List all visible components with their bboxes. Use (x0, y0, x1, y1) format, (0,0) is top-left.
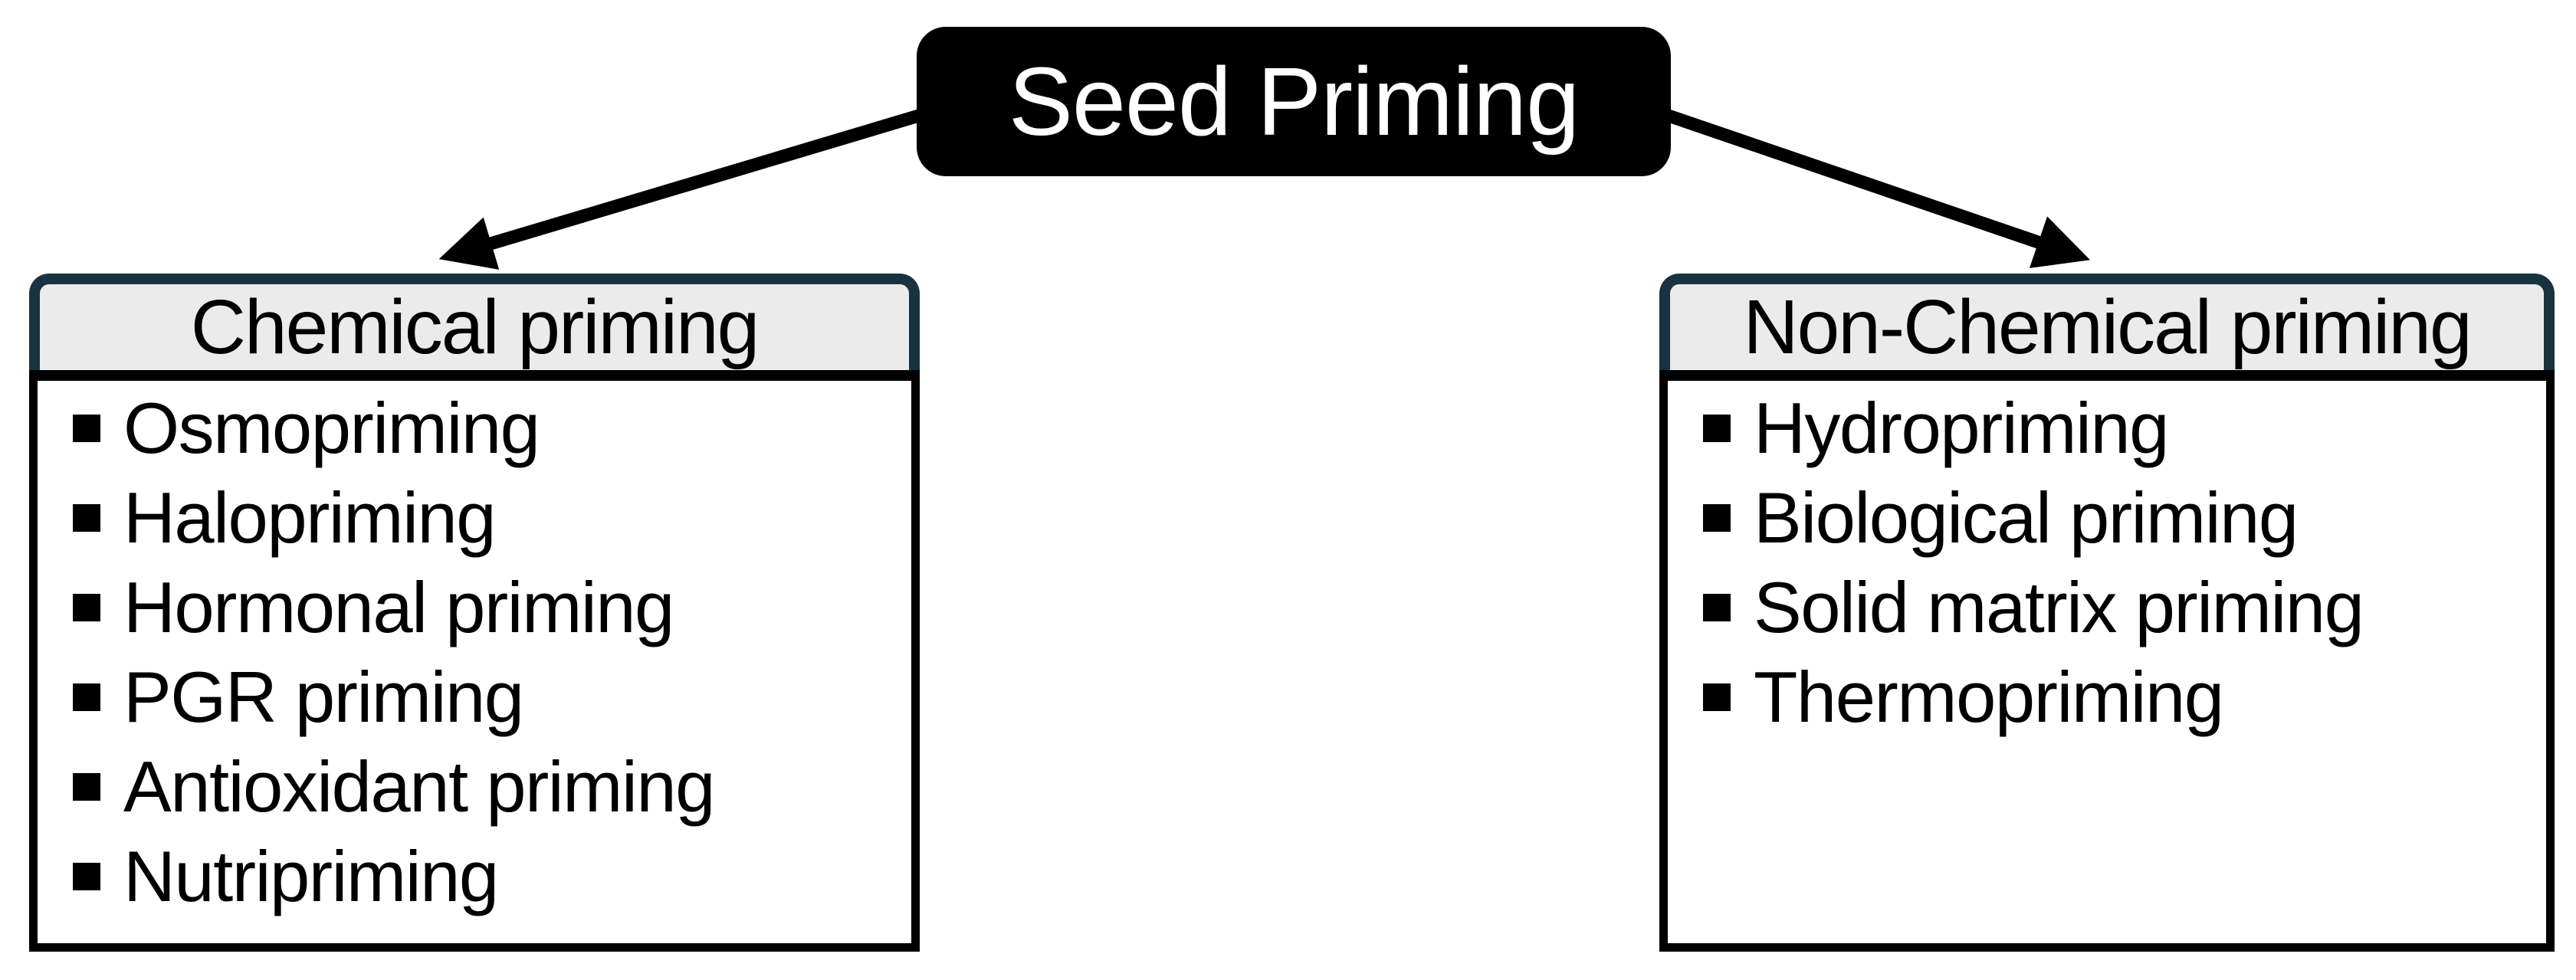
chemical-priming-title: Chemical priming (190, 284, 760, 370)
non-chemical-priming-box: Non-Chemical priming Hydropriming Biolog… (1659, 274, 2555, 952)
list-item-label: Hydropriming (1754, 387, 2169, 468)
non-chemical-priming-list: Hydropriming Biological priming Solid ma… (1659, 370, 2555, 952)
arrow-to-chemical-icon (438, 108, 924, 270)
square-bullet-icon (73, 683, 100, 711)
chemical-priming-list: Osmopriming Halopriming Hormonal priming… (29, 370, 920, 952)
list-item-label: Halopriming (123, 477, 497, 558)
list-item-label: Hormonal priming (123, 566, 674, 647)
list-item: PGR priming (73, 652, 904, 742)
list-item-label: Solid matrix priming (1754, 566, 2364, 647)
list-item-label: Antioxidant priming (123, 746, 715, 827)
list-item: Hydropriming (1703, 383, 2538, 473)
square-bullet-icon (73, 772, 100, 801)
chemical-priming-box: Chemical priming Osmopriming Halopriming… (29, 274, 920, 952)
chemical-priming-header: Chemical priming (29, 274, 920, 370)
list-item: Biological priming (1703, 473, 2538, 562)
non-chemical-priming-header: Non-Chemical priming (1659, 274, 2555, 370)
list-item: Thermopriming (1703, 652, 2538, 742)
square-bullet-icon (73, 503, 100, 532)
list-item: Halopriming (73, 473, 904, 562)
root-label: Seed Priming (1008, 48, 1580, 156)
list-item-label: Thermopriming (1754, 656, 2224, 737)
square-bullet-icon (1703, 503, 1731, 532)
square-bullet-icon (73, 414, 100, 442)
square-bullet-icon (1703, 414, 1731, 442)
square-bullet-icon (73, 593, 100, 621)
list-item: Nutripriming (73, 831, 904, 921)
list-item-label: Biological priming (1754, 477, 2299, 558)
list-item-label: PGR priming (123, 656, 524, 737)
arrow-to-non-chemical-icon (1664, 108, 2091, 268)
list-item: Osmopriming (73, 383, 904, 473)
square-bullet-icon (1703, 593, 1731, 621)
list-item-label: Nutripriming (123, 835, 499, 916)
non-chemical-priming-title: Non-Chemical priming (1743, 284, 2472, 370)
square-bullet-icon (73, 862, 100, 890)
list-item: Antioxidant priming (73, 742, 904, 831)
list-item-label: Osmopriming (123, 387, 540, 468)
square-bullet-icon (1703, 683, 1731, 711)
list-item: Solid matrix priming (1703, 562, 2538, 652)
root-node: Seed Priming (917, 27, 1671, 176)
list-item: Hormonal priming (73, 562, 904, 652)
